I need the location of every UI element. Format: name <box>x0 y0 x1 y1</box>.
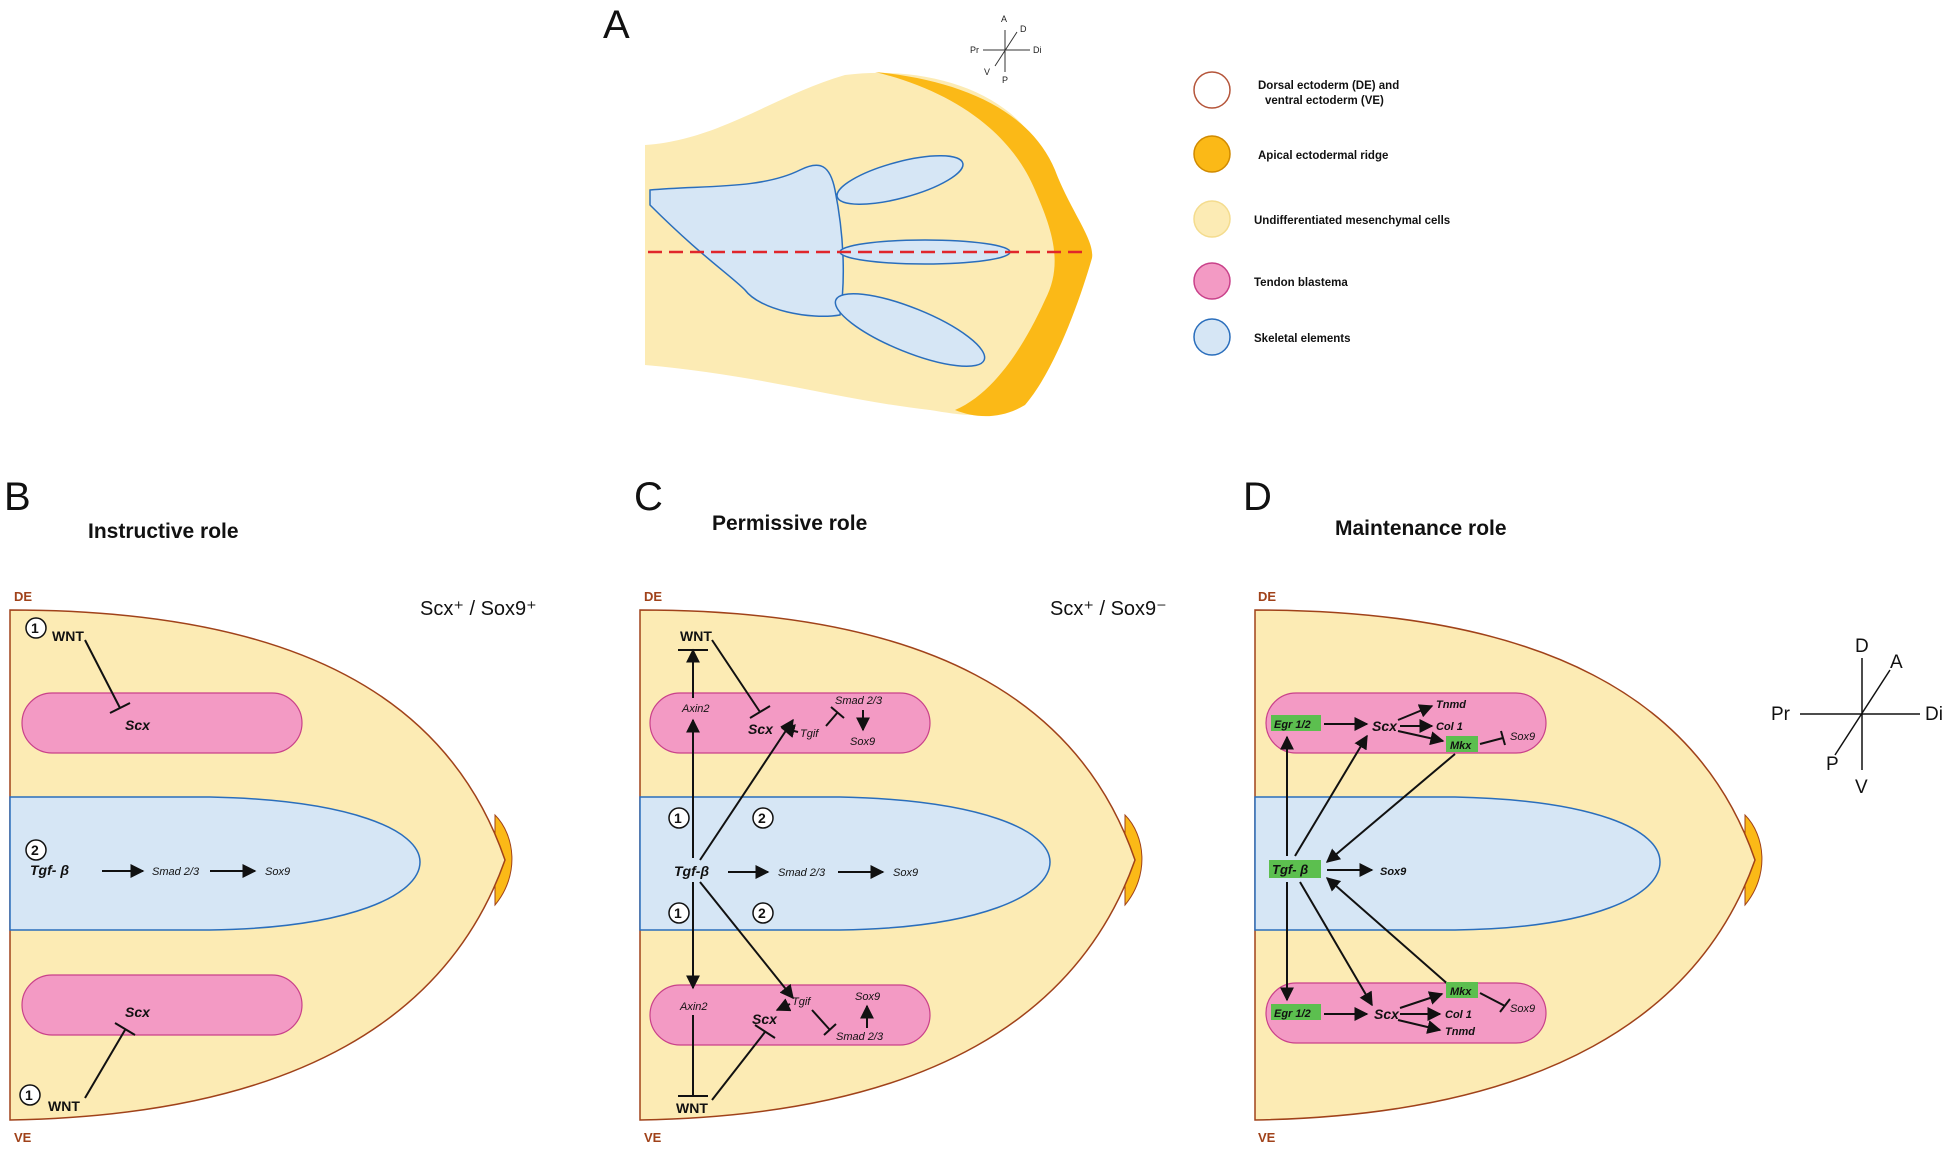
panel-c-axin2-dorsal: Axin2 <box>681 703 710 715</box>
panel-d-tnmd-dorsal: Tnmd <box>1436 699 1466 711</box>
legend-swatch-tendon <box>1193 262 1231 300</box>
panel-d-sox9-ventral: Sox9 <box>1510 1003 1535 1015</box>
panel-d-col1-ventral: Col 1 <box>1445 1009 1472 1021</box>
panel-b-step-1-ventral: 1 <box>25 1087 33 1103</box>
panel-b-wnt-ventral: WNT <box>48 1098 80 1114</box>
axis-large-v: V <box>1855 777 1868 798</box>
panel-d-sox9: Sox9 <box>1380 866 1407 878</box>
panel-b-ve-label: VE <box>14 1130 32 1145</box>
legend-label-ectoderm-1: Dorsal ectoderm (DE) and <box>1258 80 1399 92</box>
panel-b-step-1-dorsal: 1 <box>31 620 39 636</box>
panel-d-title: Maintenance role <box>1335 517 1507 540</box>
axis-large-a: A <box>1890 652 1903 673</box>
panel-d: D Maintenance role DE VE Egr 1/2 Scx Tnm… <box>1243 475 1943 1145</box>
panel-d-scx-dorsal: Scx <box>1372 718 1398 734</box>
panel-b-scx-ventral: Scx <box>125 1004 151 1020</box>
panel-b-sox9: Sox9 <box>265 866 290 878</box>
apical-ectodermal-ridge <box>875 72 1093 417</box>
skeletal-elements-a <box>649 155 1011 368</box>
panel-b-scx-dorsal: Scx <box>125 717 151 733</box>
panel-b-smad: Smad 2/3 <box>152 866 200 878</box>
panel-d-scx-ventral: Scx <box>1374 1006 1400 1022</box>
panel-b-tgf: Tgf- β <box>30 862 69 878</box>
legend-label-aer: Apical ectodermal ridge <box>1258 150 1388 162</box>
legend-label-ectoderm-2: ventral ectoderm (VE) <box>1265 95 1384 107</box>
axis-large-p: P <box>1826 754 1839 775</box>
panel-c-smad-dorsal: Smad 2/3 <box>835 695 883 707</box>
panel-c-tgif-dorsal: Tgif <box>800 728 819 740</box>
panel-d-ve-label: VE <box>1258 1130 1276 1145</box>
legend-swatch-ectoderm <box>1193 71 1231 109</box>
panel-d-mkx-ventral: Mkx <box>1450 986 1472 998</box>
panel-c-smad-ventral: Smad 2/3 <box>836 1031 884 1043</box>
axis-large-d: D <box>1855 636 1869 657</box>
panel-d-egr-ventral: Egr 1/2 <box>1274 1008 1311 1020</box>
legend-label-mesenchyme: Undifferentiated mesenchymal cells <box>1254 215 1450 227</box>
axis-compass-small: A D Pr Di V P <box>970 14 1042 85</box>
panel-d-skeletal <box>1254 796 1661 931</box>
panel-c-step-2-bottom: 2 <box>758 905 766 921</box>
panel-c-skeletal <box>639 796 1051 931</box>
panel-b-skeletal <box>9 796 421 931</box>
panel-c-wnt-dorsal: WNT <box>680 628 712 644</box>
panel-b-tendon-dorsal <box>21 692 303 754</box>
panel-d-egr-dorsal: Egr 1/2 <box>1274 719 1311 731</box>
panel-c-wnt-ventral: WNT <box>676 1100 708 1116</box>
legend-label-tendon: Tendon blastema <box>1254 277 1348 289</box>
axis-di-label: Di <box>1033 45 1042 55</box>
legend-swatch-mesenchyme <box>1193 200 1231 238</box>
panel-b-title: Instructive role <box>88 520 239 543</box>
panel-c-step-1-bottom: 1 <box>674 905 682 921</box>
panel-d-col1-dorsal: Col 1 <box>1436 721 1463 733</box>
panel-d-de-label: DE <box>1258 589 1276 604</box>
panel-c: C Permissive role Scx⁺ / Sox9⁻ DE VE WNT… <box>634 475 1167 1145</box>
panel-b-de-label: DE <box>14 589 32 604</box>
panel-c-axin2-ventral: Axin2 <box>679 1001 708 1013</box>
panel-c-sox9-dorsal: Sox9 <box>850 736 875 748</box>
panel-b-letter: B <box>4 475 31 519</box>
panel-c-tgif-ventral: Tgif <box>792 996 811 1008</box>
panel-d-tnmd-ventral: Tnmd <box>1445 1026 1475 1038</box>
panel-d-sox9-dorsal: Sox9 <box>1510 731 1535 743</box>
axis-compass-large: D A Pr Di P V <box>1771 636 1943 798</box>
axis-a-label: A <box>1001 14 1007 24</box>
panel-a: A A D Pr Di V P Dorsal ectoderm (DE) a <box>603 3 1450 417</box>
panel-b-step-2: 2 <box>31 842 39 858</box>
panel-c-sox9-ventral: Sox9 <box>855 991 880 1003</box>
panel-c-tgf: Tgf-β <box>674 863 709 879</box>
axis-p-label: P <box>1002 75 1008 85</box>
panel-c-status: Scx⁺ / Sox9⁻ <box>1050 598 1167 620</box>
panel-c-step-2-top: 2 <box>758 810 766 826</box>
legend-label-skeletal: Skeletal elements <box>1254 333 1351 345</box>
axis-large-di: Di <box>1925 704 1943 725</box>
panel-d-tgf: Tgf- β <box>1272 862 1308 877</box>
panel-a-letter: A <box>603 3 630 47</box>
axis-v-label: V <box>984 67 990 77</box>
panel-c-step-1-top: 1 <box>674 810 682 826</box>
panel-c-de-label: DE <box>644 589 662 604</box>
panel-c-scx-ventral: Scx <box>752 1011 778 1027</box>
panel-c-smad: Smad 2/3 <box>778 867 826 879</box>
axis-large-pr: Pr <box>1771 704 1791 725</box>
panel-d-mkx-dorsal: Mkx <box>1450 740 1472 752</box>
legend-swatch-skeletal <box>1193 318 1231 356</box>
panel-c-ve-label: VE <box>644 1130 662 1145</box>
panel-b: B Instructive role Scx⁺ / Sox9⁺ DE VE 1 … <box>4 475 537 1145</box>
axis-d-label: D <box>1020 24 1027 34</box>
panel-d-letter: D <box>1243 475 1272 519</box>
legend: Dorsal ectoderm (DE) and ventral ectoder… <box>1193 71 1450 356</box>
panel-b-status: Scx⁺ / Sox9⁺ <box>420 598 537 620</box>
panel-b-tendon-ventral <box>21 974 303 1036</box>
panel-b-wnt-dorsal: WNT <box>52 628 84 644</box>
panel-c-title: Permissive role <box>712 512 867 535</box>
panel-c-sox9: Sox9 <box>893 867 918 879</box>
legend-swatch-aer <box>1193 135 1231 173</box>
panel-c-letter: C <box>634 475 663 519</box>
axis-pr-label: Pr <box>970 45 979 55</box>
panel-c-scx-dorsal: Scx <box>748 721 774 737</box>
